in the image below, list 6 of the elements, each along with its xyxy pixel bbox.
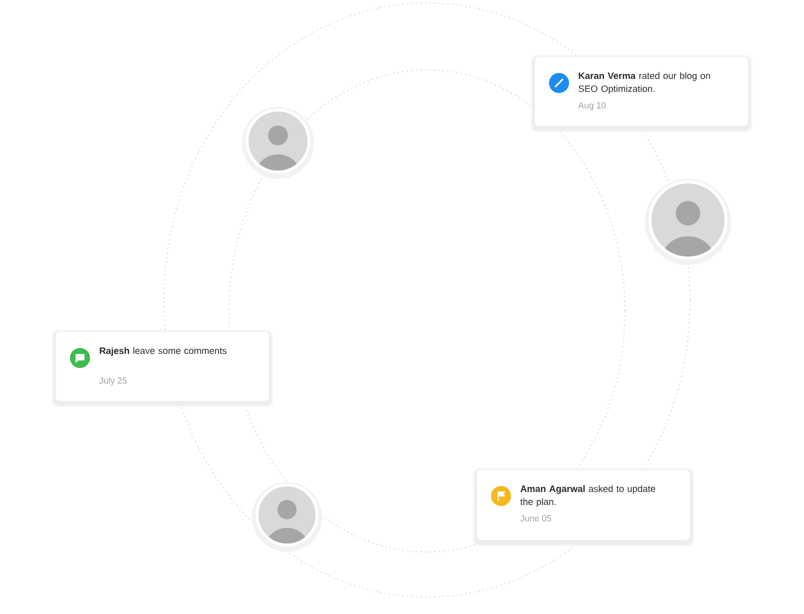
avatar bbox=[242, 107, 314, 179]
avatar bbox=[645, 179, 731, 265]
avatar bbox=[252, 482, 322, 552]
notification-card: Aman Agarwal asked to update the plan. June 05 bbox=[473, 468, 694, 546]
notification-card: Rajesh leave some comments July 25 bbox=[52, 330, 273, 407]
notification-card: Karan Verma rated our blog on SEO Optimization. Aug 10 bbox=[531, 55, 752, 132]
